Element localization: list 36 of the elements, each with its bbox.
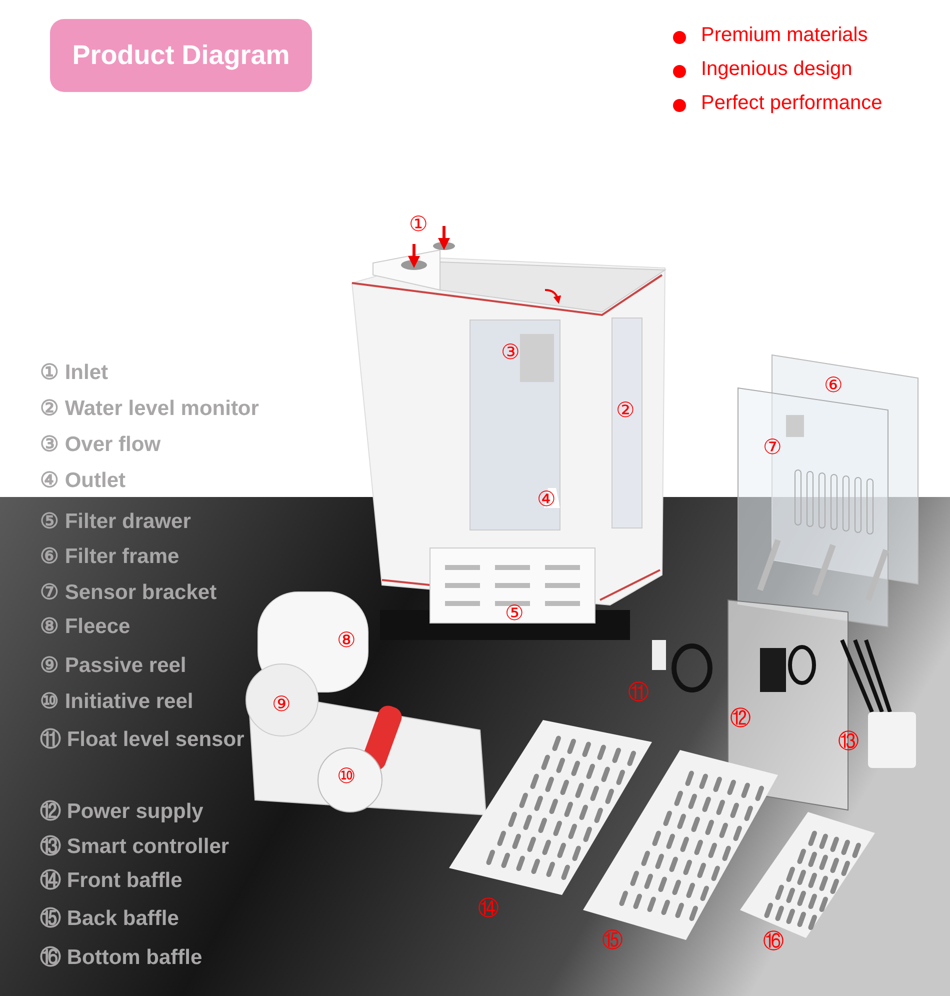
callout-number: ④	[537, 487, 556, 511]
part-list-item: ① Inlet	[40, 360, 108, 385]
callout-number: ⑯	[763, 929, 784, 953]
callout-number: ⑮	[602, 928, 623, 952]
title-banner: Product Diagram	[50, 19, 312, 92]
callout-number: ⑨	[272, 692, 291, 716]
part-list-item: ⑫ Power supply	[40, 799, 204, 825]
callout-number: ⑤	[505, 601, 524, 625]
callout-number: ⑧	[337, 628, 356, 652]
part-list-item: ③ Over flow	[40, 432, 161, 457]
part-list-item: ⑥ Filter frame	[40, 544, 180, 569]
feature-text: Ingenious design	[701, 58, 852, 81]
callout-number: ⑭	[478, 896, 499, 920]
part-list-item: ⑨ Passive reel	[40, 653, 186, 678]
feature-text: Perfect performance	[701, 92, 882, 115]
part-list-item: ⑮ Back baffle	[40, 906, 179, 932]
part-list-item: ⑩ Initiative reel	[40, 689, 194, 714]
callout-number: ⑥	[824, 373, 843, 397]
callout-number: ②	[616, 398, 635, 422]
part-list-item: ④ Outlet	[40, 468, 126, 493]
feature-text: Premium materials	[701, 24, 868, 47]
part-list-item: ⑪ Float level sensor	[40, 727, 246, 753]
part-list-item: ⑭ Front baffle	[40, 868, 182, 894]
part-list-item: ⑦ Sensor bracket	[40, 580, 217, 605]
part-list-item: ⑤ Filter drawer	[40, 509, 191, 534]
part-list-item: ⑧ Fleece	[40, 614, 130, 639]
part-list-item: ② Water level monitor	[40, 396, 259, 421]
callout-number: ⑦	[763, 435, 782, 459]
part-list-item: ⑯ Bottom baffle	[40, 945, 202, 971]
callout-number: ⑬	[838, 729, 859, 753]
callout-number: ①	[409, 212, 428, 236]
callout-number: ⑩	[337, 764, 356, 788]
callout-number: ⑫	[730, 706, 751, 730]
callout-number: ③	[501, 340, 520, 364]
callout-number: ⑪	[628, 680, 649, 704]
part-list-item: ⑬ Smart controller	[40, 834, 230, 860]
